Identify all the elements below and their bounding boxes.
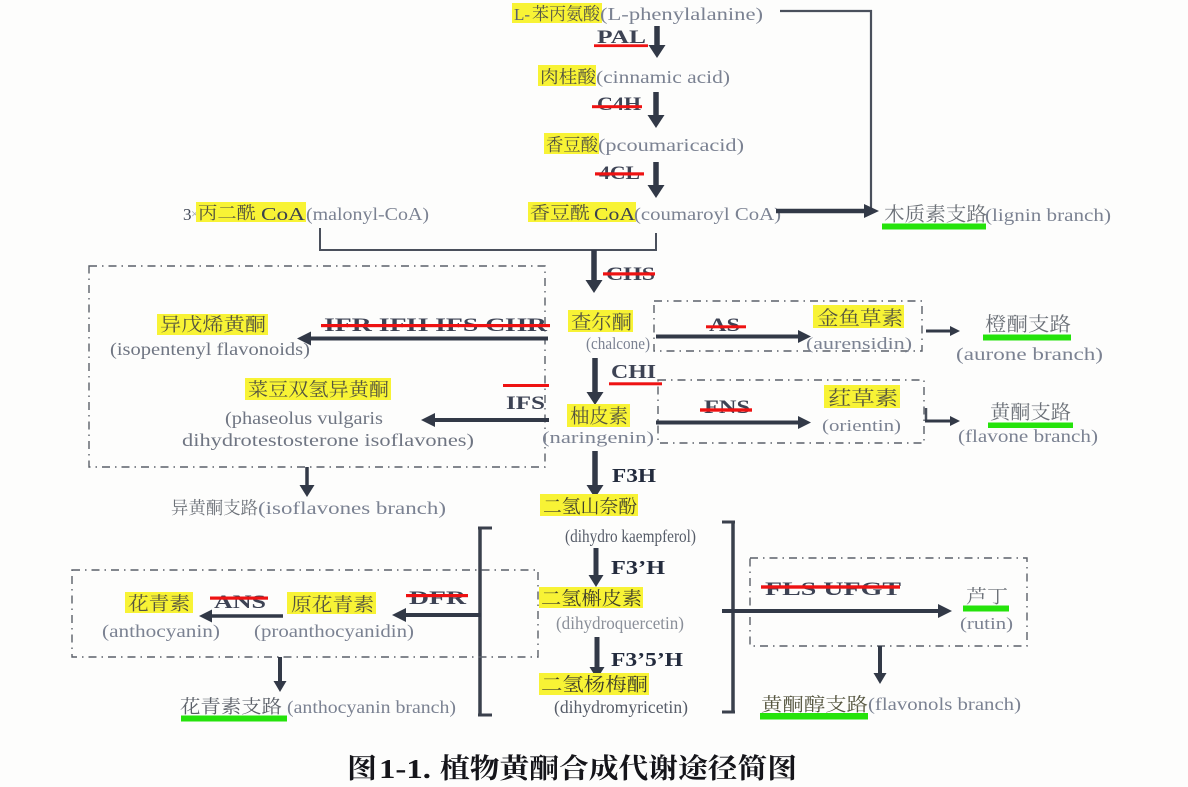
svg-text:F3’H: F3’H — [611, 557, 666, 579]
svg-text:(L-phenylalanine): (L-phenylalanine) — [600, 4, 763, 25]
svg-text:(phaseolus vulgaris: (phaseolus vulgaris — [225, 408, 383, 429]
svg-text:FLS UFGT: FLS UFGT — [765, 579, 901, 600]
svg-text:CoA: CoA — [261, 204, 305, 224]
svg-text:IFS: IFS — [506, 393, 545, 414]
svg-text:C4H: C4H — [597, 94, 641, 115]
svg-text:(rutin): (rutin) — [960, 614, 1013, 633]
svg-text:DFR: DFR — [409, 588, 466, 609]
svg-text:(dihydro kaempferol): (dihydro kaempferol) — [565, 526, 696, 547]
svg-text:(coumaroyl CoA): (coumaroyl CoA) — [634, 204, 781, 225]
svg-text:dihydrotestosterone isoflavone: dihydrotestosterone isoflavones) — [182, 430, 474, 451]
svg-text:3: 3 — [183, 205, 192, 224]
svg-text:(dihydromyricetin): (dihydromyricetin) — [554, 697, 688, 718]
svg-text:CHI: CHI — [611, 361, 656, 383]
svg-text:(isoflavones branch): (isoflavones branch) — [258, 498, 446, 519]
svg-text:(dihydroquercetin): (dihydroquercetin) — [556, 613, 684, 634]
svg-text:ANS: ANS — [214, 592, 266, 613]
svg-text:(flavonols branch): (flavonols branch) — [868, 694, 1021, 715]
svg-text:(flavone branch): (flavone branch) — [958, 426, 1098, 447]
svg-text:F3H: F3H — [612, 465, 657, 487]
svg-text:(malonyl-CoA): (malonyl-CoA) — [306, 204, 429, 225]
svg-text:(chalcone): (chalcone) — [586, 334, 650, 353]
svg-text:×: × — [191, 206, 198, 221]
svg-text:(lignin branch): (lignin branch) — [985, 205, 1111, 226]
svg-text:1-1.: 1-1. — [379, 754, 431, 784]
svg-text:(anthocyanin branch): (anthocyanin branch) — [287, 697, 456, 718]
svg-text:CoA: CoA — [594, 204, 635, 224]
svg-text:(proanthocyanidin): (proanthocyanidin) — [254, 621, 414, 642]
svg-text:(orientin): (orientin) — [822, 416, 901, 435]
svg-text:(isopentenyl flavonoids): (isopentenyl flavonoids) — [110, 339, 310, 360]
svg-text:PAL: PAL — [597, 27, 646, 48]
svg-text:(cinnamic acid): (cinnamic acid) — [596, 67, 730, 88]
svg-text:(aurone branch): (aurone branch) — [956, 344, 1103, 365]
svg-text:(naringenin): (naringenin) — [542, 428, 654, 447]
svg-text:L-: L- — [514, 5, 530, 24]
svg-text:(pcoumaricacid): (pcoumaricacid) — [598, 135, 744, 156]
svg-text:FNS: FNS — [704, 397, 750, 418]
svg-text:(anthocyanin): (anthocyanin) — [102, 621, 220, 642]
svg-text:F3’5’H: F3’5’H — [611, 649, 684, 671]
svg-text:(aurensidin): (aurensidin) — [806, 334, 912, 353]
